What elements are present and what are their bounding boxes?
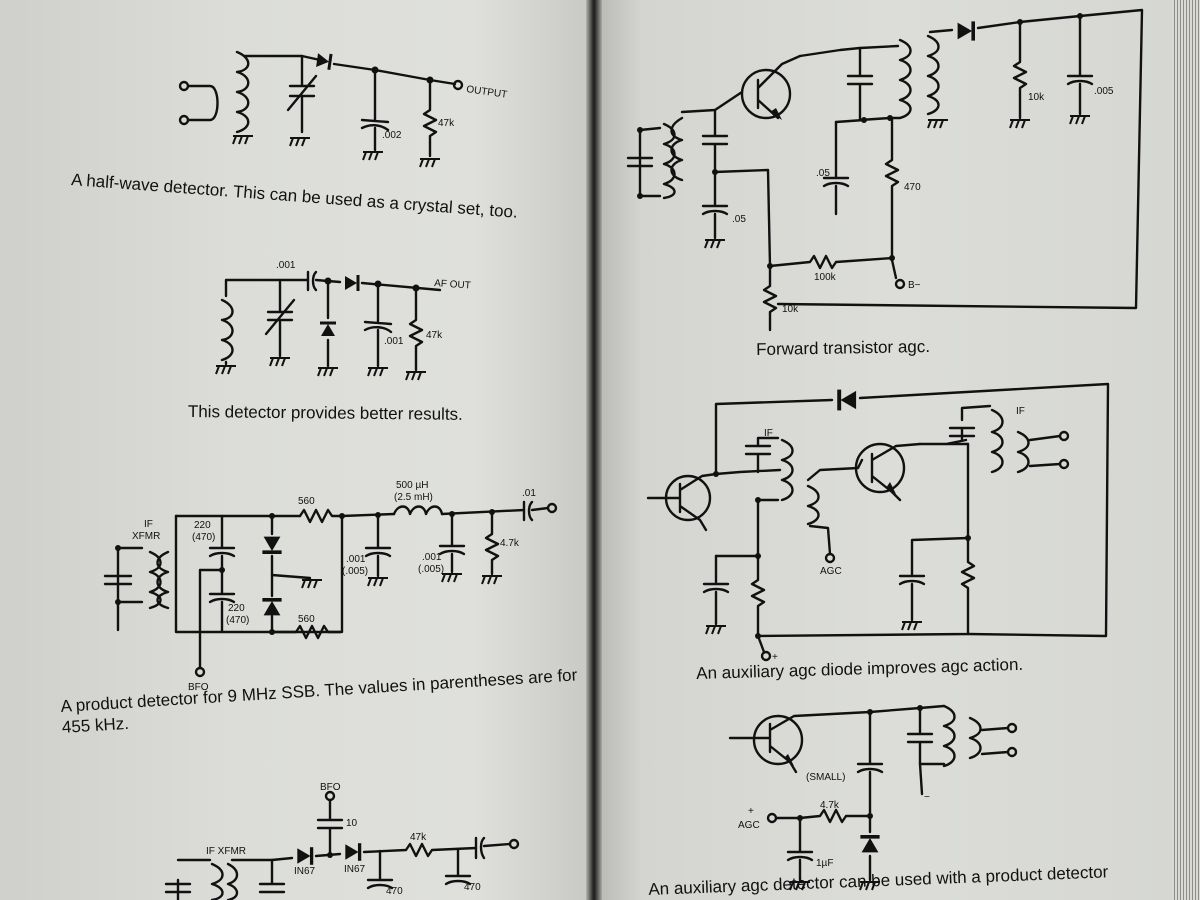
page-edges bbox=[1172, 0, 1200, 900]
label-if-1: IF bbox=[764, 428, 773, 439]
caption-better-detector: This detector provides better results. bbox=[187, 402, 463, 424]
label-cap: .002 bbox=[382, 130, 402, 141]
label-cap-1: 470 bbox=[386, 886, 403, 897]
label-cap-out: .01 bbox=[522, 488, 536, 499]
label-cap-c: .005 bbox=[1094, 86, 1114, 97]
label-cap: .001 bbox=[384, 336, 404, 347]
label-plus: + bbox=[772, 652, 778, 663]
label-cap-2: 470 bbox=[464, 882, 481, 893]
label-res: 47k bbox=[426, 330, 443, 341]
label-agc: AGC bbox=[820, 566, 842, 577]
label-cap-b: .05 bbox=[816, 168, 830, 179]
label-bfo: BFO bbox=[320, 782, 341, 793]
label-plus: + bbox=[748, 806, 754, 817]
label-diode-1: IN67 bbox=[294, 866, 316, 877]
label-cap: 1µF bbox=[816, 858, 833, 869]
label-top-cap: .001 bbox=[276, 260, 296, 271]
label-res-b: 10k bbox=[1028, 92, 1045, 103]
label-res-c: 100k bbox=[814, 272, 837, 283]
label-if-xfmr: IF XFMR bbox=[206, 846, 246, 857]
book-gutter bbox=[586, 0, 602, 900]
label-cap-a: .05 bbox=[732, 214, 746, 225]
circuit-half-wave-detector: OUTPUT .002 47k bbox=[178, 50, 508, 168]
circuit-auxiliary-agc-detector: (SMALL) + AGC 4.7k 1µF − bbox=[728, 704, 1018, 891]
label-cap-b-alt: (.005) bbox=[418, 564, 444, 575]
label-cap-bot-alt: (470) bbox=[226, 615, 249, 626]
circuit-diode-product-detector: IF XFMR BFO 10 IN67 IN67 47k 470 470 bbox=[164, 782, 520, 900]
label-cap-top-alt: (470) bbox=[192, 532, 215, 543]
label-res-a: 470 bbox=[904, 182, 921, 193]
label-xfmr: XFMR bbox=[132, 531, 160, 542]
circuit-product-detector: IF XFMR 220 (470) 220 (470) 560 560 500 … bbox=[103, 480, 558, 693]
label-diode-2: IN67 bbox=[344, 864, 366, 875]
circuit-better-detector: .001 AF OUT .001 47k bbox=[215, 260, 471, 381]
right-page bbox=[596, 0, 1174, 900]
circuit-auxiliary-agc-diode: IF IF AGC + bbox=[646, 382, 1110, 663]
label-cap-a-alt: (.005) bbox=[342, 566, 368, 577]
label-cap-bfo: 10 bbox=[346, 818, 358, 829]
label-af-out: AF OUT bbox=[434, 278, 471, 292]
label-choke: 500 µH bbox=[396, 480, 428, 491]
label-res: 47k bbox=[410, 832, 427, 843]
label-choke-alt: (2.5 mH) bbox=[394, 492, 433, 503]
label-bminus: B− bbox=[908, 280, 921, 291]
left-page bbox=[0, 0, 592, 900]
label-cap-b: .001 bbox=[422, 552, 442, 563]
label-bfo: BFO bbox=[188, 682, 209, 693]
label-if-2: IF bbox=[1016, 406, 1025, 417]
circuit-forward-transistor-agc: .05 .05 470 10k .005 100k B− 10k bbox=[626, 8, 1144, 332]
label-res-bot: 560 bbox=[298, 614, 315, 625]
label-cap-a: .001 bbox=[346, 554, 366, 565]
label-cap-bot: 220 bbox=[228, 603, 245, 614]
label-res: 47k bbox=[438, 118, 455, 129]
label-res-top: 560 bbox=[298, 496, 315, 507]
label-output: OUTPUT bbox=[466, 84, 508, 101]
label-if: IF bbox=[144, 519, 153, 530]
label-res-d: 10k bbox=[782, 304, 799, 315]
label-small: (SMALL) bbox=[806, 772, 845, 783]
label-res-out: 4.7k bbox=[500, 538, 520, 549]
label-cap-top: 220 bbox=[194, 520, 211, 531]
caption-forward-transistor-agc: Forward transistor agc. bbox=[756, 336, 931, 359]
label-res: 4.7k bbox=[820, 800, 840, 811]
label-minus: − bbox=[924, 792, 930, 803]
label-agc: AGC bbox=[738, 820, 760, 831]
